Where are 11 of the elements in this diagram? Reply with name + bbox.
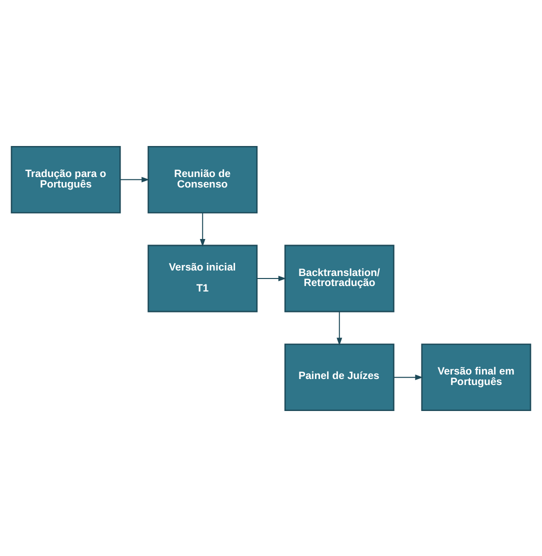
node-box: Painel de Juízes (284, 343, 394, 411)
arrow (256, 275, 286, 281)
node-box: Versão inicial T1 (148, 244, 258, 312)
arrow (200, 212, 206, 246)
arrow (120, 176, 150, 182)
arrow (336, 310, 342, 346)
node-box: Versão final em Português (421, 343, 532, 411)
node-box: Backtranslation/ Retrotradução (284, 244, 394, 312)
node-box: Reunião de Consenso (148, 145, 258, 213)
node-box: Tradução para o Português (10, 145, 121, 213)
arrow (393, 374, 424, 380)
